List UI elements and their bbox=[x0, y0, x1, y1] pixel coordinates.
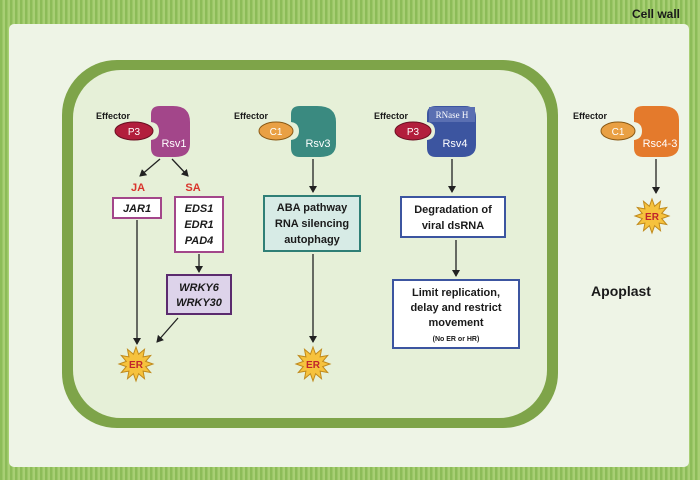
hormone-sa: SA bbox=[185, 182, 200, 194]
arrow-icon bbox=[139, 158, 161, 177]
apoplast-label: Apoplast bbox=[591, 283, 651, 299]
c1-label-2: C1 bbox=[270, 127, 283, 138]
wrky-box bbox=[166, 274, 232, 315]
process-line-1: ABA pathway bbox=[277, 202, 348, 214]
c1-effector-4 bbox=[600, 121, 636, 141]
er-label-4: ER bbox=[645, 212, 660, 223]
pathway-rsv4: Effector RNase H Rsv4 P3 Degradation of … bbox=[374, 106, 520, 349]
cell-wall-label: Cell wall bbox=[632, 7, 680, 21]
p3-effector-3 bbox=[394, 121, 432, 141]
burst-star-icon bbox=[633, 197, 671, 235]
rsv3-label: Rsv3 bbox=[305, 138, 330, 150]
result-line-1: Limit replication, bbox=[412, 287, 500, 299]
rsc4-3-receptor bbox=[634, 106, 679, 157]
rsc4-3-label: Rsc4-3 bbox=[643, 138, 678, 150]
jar1-box bbox=[112, 197, 162, 219]
gene-jar1: JAR1 bbox=[123, 203, 151, 215]
gene-edr1: EDR1 bbox=[184, 219, 213, 231]
burst-star-icon bbox=[294, 345, 332, 383]
process-line-3: autophagy bbox=[284, 234, 340, 246]
sa-genes-box bbox=[174, 196, 224, 253]
c1-label-4: C1 bbox=[612, 127, 625, 138]
pathway-rsv1: Effector Rsv1 P3 JA SA JAR1 EDS1 EDR1 PA… bbox=[96, 106, 232, 383]
rsv1-receptor bbox=[151, 106, 190, 157]
result-line-2: delay and restrict bbox=[410, 302, 501, 314]
hormone-ja: JA bbox=[131, 182, 145, 194]
er-label-1: ER bbox=[129, 360, 144, 371]
effector-label-1: Effector bbox=[96, 111, 131, 121]
rsv3-receptor bbox=[291, 106, 336, 157]
pathway-rsv3: Effector Rsv3 C1 ABA pathway RNA silenci… bbox=[234, 106, 361, 383]
aba-process-box bbox=[263, 195, 361, 252]
limit-replication-box bbox=[392, 279, 520, 349]
effector-label-2: Effector bbox=[234, 111, 269, 121]
degradation-line-2: viral dsRNA bbox=[422, 220, 484, 232]
effector-label-4: Effector bbox=[573, 111, 608, 121]
process-line-2: RNA silencing bbox=[275, 218, 349, 230]
p3-label-1: P3 bbox=[128, 127, 141, 138]
gene-wrky6: WRKY6 bbox=[179, 282, 220, 294]
rsv1-label: Rsv1 bbox=[161, 138, 186, 150]
arrow-icon bbox=[171, 158, 189, 177]
result-line-3: movement bbox=[428, 317, 483, 329]
c1-effector-2 bbox=[258, 121, 294, 141]
gene-pad4: PAD4 bbox=[185, 235, 214, 247]
degradation-line-1: Degradation of bbox=[414, 204, 492, 216]
arrow-icon bbox=[156, 317, 179, 343]
dsrna-degradation-box bbox=[400, 196, 506, 238]
burst-star-icon bbox=[117, 345, 155, 383]
pathway-rsc4-3: Effector Rsc4-3 C1 ER bbox=[573, 106, 679, 235]
gene-eds1: EDS1 bbox=[185, 203, 214, 215]
rnase-h-label: RNase H bbox=[436, 110, 469, 120]
rnase-h-domain bbox=[429, 107, 475, 122]
rsv4-label: Rsv4 bbox=[442, 138, 467, 150]
result-note: (No ER or HR) bbox=[433, 336, 480, 343]
gene-wrky30: WRKY30 bbox=[176, 297, 223, 309]
p3-label-3: P3 bbox=[407, 127, 420, 138]
effector-label-3: Effector bbox=[374, 111, 409, 121]
p3-effector-1 bbox=[114, 121, 154, 141]
er-label-2: ER bbox=[306, 360, 321, 371]
